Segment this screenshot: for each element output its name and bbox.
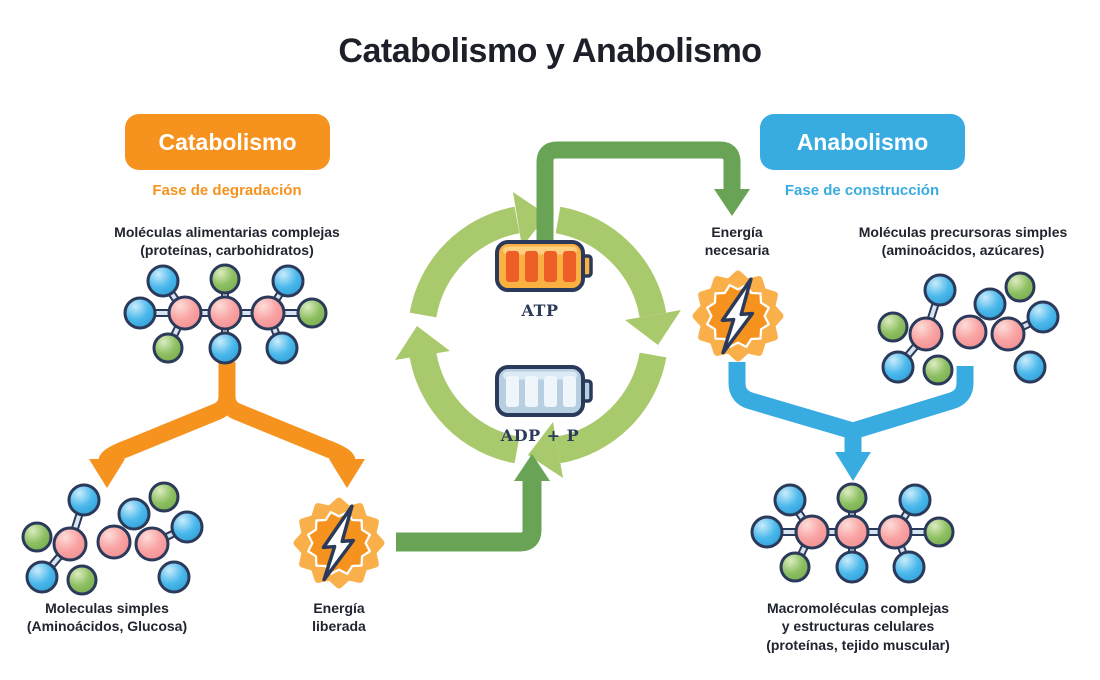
- adp-label: ADP + P: [500, 426, 580, 445]
- anabolism-merge-arrow: [728, 362, 974, 481]
- anabolism-badge-label: Anabolismo: [796, 128, 929, 155]
- catabolism-badge-label: Catabolismo: [158, 128, 297, 155]
- macromolecules-label: Macromoléculas complejas y estructuras c…: [766, 600, 950, 653]
- simple-molecules-label: Moleculas simples (Aminoácidos, Glucosa): [26, 600, 188, 635]
- circular-arrows-icon: [395, 192, 681, 478]
- complex-molecule-graphic: [125, 265, 326, 363]
- catabolism-split-arrow: [89, 362, 365, 488]
- catabolism-badge: Catabolismo: [125, 114, 330, 170]
- energy-released-lightning-icon: [297, 501, 381, 585]
- macromolecule-graphic: [752, 484, 953, 582]
- anabolism-badge: Anabolismo: [760, 114, 965, 170]
- battery-full-icon: [495, 240, 593, 292]
- anabolism-phase-label: Fase de construcción: [784, 182, 940, 199]
- catabolism-phase-label: Fase de degradación: [152, 182, 302, 199]
- battery-empty-icon: [495, 365, 593, 417]
- precursor-molecules-label: Moléculas precursoras simples (aminoácid…: [858, 224, 1068, 259]
- energy-in-arrow: [396, 454, 550, 552]
- simple-molecules-graphic: [23, 483, 202, 594]
- energy-needed-lightning-icon: [696, 274, 780, 358]
- atp-label: ATP: [521, 301, 559, 320]
- atp-energy-out-arrow: [536, 141, 750, 250]
- energy-released-label: Energía liberada: [312, 600, 366, 635]
- complex-molecules-label: Moléculas alimentarias complejas (proteí…: [114, 224, 340, 259]
- energy-needed-label: Energía necesaria: [704, 224, 770, 259]
- page-title: Catabolismo y Anabolismo: [338, 32, 762, 70]
